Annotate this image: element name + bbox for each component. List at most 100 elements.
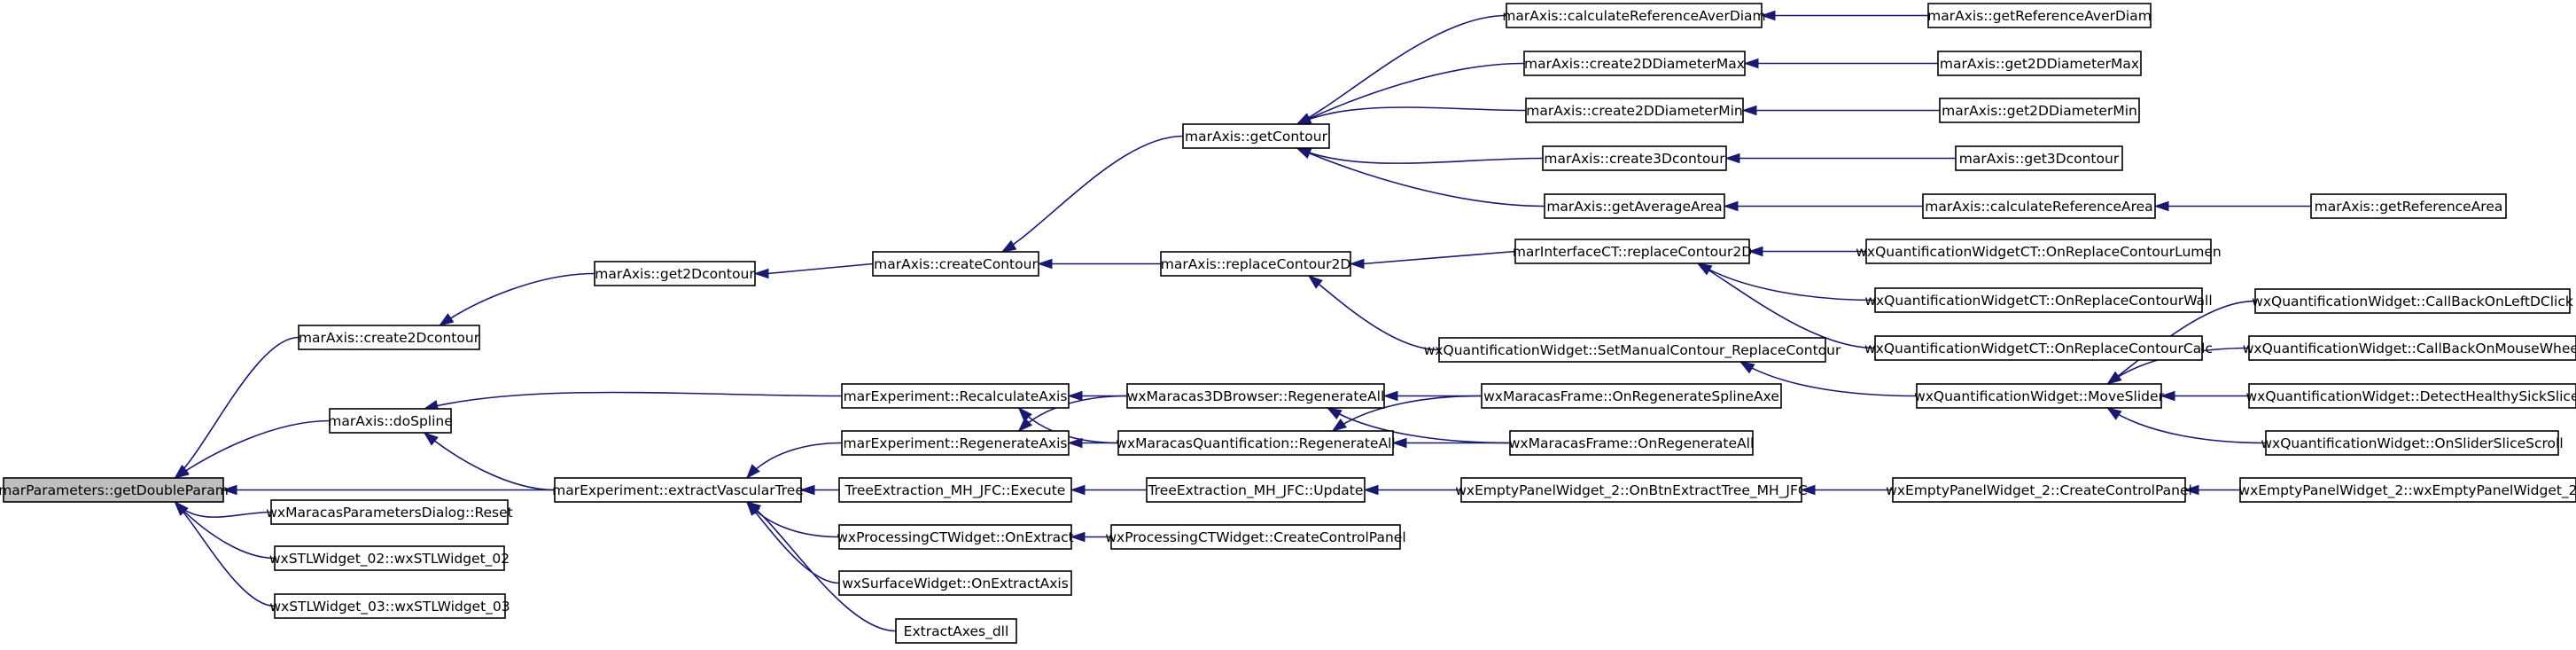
node-label: wxEmptyPanelWidget_2::wxEmptyPanelWidget… [2238, 482, 2576, 499]
edge-arrowhead [1331, 418, 1348, 432]
graph-node-wxmaracasframe-onregeneratesplineaxe[interactable]: wxMaracasFrame::OnRegenerateSplineAxe [1481, 383, 1782, 409]
node-box [1939, 98, 2140, 123]
graph-node-maraxis-calculatereferenceaverdiam[interactable]: marAxis::calculateReferenceAverDiam [1502, 3, 1766, 28]
graph-edge [1070, 531, 1111, 543]
graph-node-wxquantificationwidget-callbackonleftdclick[interactable]: wxQuantificationWidget::CallBackOnLeftDC… [2252, 288, 2573, 314]
graph-node-maraxis-dospline[interactable]: marAxis::doSpline [328, 408, 453, 434]
node-label: marAxis::getReferenceArea [2315, 199, 2503, 215]
graph-node-wxemptypanelwidget-2-wxemptypanelwidget-2[interactable]: wxEmptyPanelWidget_2::wxEmptyPanelWidget… [2238, 477, 2576, 503]
edge-line [1332, 395, 1483, 432]
node-box [838, 524, 1072, 550]
graph-node-marexperiment-regenerateaxis[interactable]: marExperiment::RegenerateAxis [841, 430, 1070, 456]
edge-line [1362, 250, 1516, 265]
node-label: wxQuantificationWidgetCT::OnReplaceConto… [1856, 244, 2222, 260]
graph-node-maraxis-get3dcontour[interactable]: marAxis::get3Dcontour [1955, 145, 2123, 171]
graph-node-marexperiment-extractvasculartree[interactable]: marExperiment::extractVascularTree [552, 477, 804, 503]
node-box [1160, 251, 1351, 277]
graph-node-maraxis-create2ddiametermin[interactable]: marAxis::create2DDiameterMin [1525, 98, 1744, 123]
graph-node-maraxis-get2ddiametermax[interactable]: marAxis::get2DDiameterMax [1937, 51, 2142, 76]
node-box [1438, 337, 1826, 363]
graph-node-wxstlwidget-02-wxstlwidget-02[interactable]: wxSTLWidget_02::wxSTLWidget_02 [269, 545, 510, 571]
graph-node-wxquantificationwidgetct-onreplacecontourcalc[interactable]: wxQuantificationWidgetCT::OnReplaceConto… [1864, 335, 2213, 361]
graph-node-wxmaracasquantification-regenerateall[interactable]: wxMaracasQuantification::RegenerateAll [1116, 430, 1396, 456]
graph-node-wxprocessingctwidget-onextract[interactable]: wxProcessingCTWidget::OnExtract [837, 524, 1074, 550]
graph-node-maraxis-create2ddiametermax[interactable]: marAxis::create2DDiameterMax [1523, 51, 1746, 76]
edge-line [746, 442, 843, 479]
edge-arrowhead [2153, 200, 2169, 212]
node-box [1937, 51, 2142, 76]
node-label: marAxis::replaceContour2D [1161, 256, 1351, 272]
graph-node-wxmaracasparametersdialog-reset[interactable]: wxMaracasParametersDialog::Reset [266, 499, 513, 525]
edge-arrowhead [438, 313, 455, 326]
node-box [872, 251, 1039, 277]
node-label: marAxis::get2Dcontour [595, 266, 755, 282]
graph-node-marexperiment-recalculateaxis[interactable]: marExperiment::RecalculateAxis [841, 383, 1070, 409]
graph-node-wxquantificationwidgetct-onreplacecontourwall[interactable]: wxQuantificationWidgetCT::OnReplaceConto… [1864, 287, 2213, 313]
graph-node-maraxis-calculatereferencearea[interactable]: marAxis::calculateReferenceArea [1922, 193, 2156, 219]
edge-line [424, 391, 843, 410]
graph-node-wxemptypanelwidget-2-createcontrolpanel[interactable]: wxEmptyPanelWidget_2::CreateControlPanel [1886, 477, 2192, 503]
graph-node-treeextraction-mh-jfc-update[interactable]: TreeExtraction_MH_JFC::Update [1146, 477, 1366, 503]
graph-node-wxquantificationwidget-callbackonmousewheel[interactable]: wxQuantificationWidget::CallBackOnMouseW… [2243, 335, 2576, 361]
graph-node-maraxis-createcontour[interactable]: marAxis::createContour [872, 251, 1039, 277]
graph-node-wxmaracas3dbrowser-regenerateall[interactable]: wxMaracas3DBrowser::RegenerateAll [1126, 383, 1385, 409]
graph-node-wxquantificationwidget-moveslider[interactable]: wxQuantificationWidget::MoveSlider [1914, 383, 2165, 409]
graph-node-wxmaracasframe-onregenerateall[interactable]: wxMaracasFrame::OnRegenerateAll [1509, 430, 1755, 456]
graph-node-maraxis-getcontour[interactable]: marAxis::getContour [1182, 123, 1330, 149]
graph-node-maraxis-getaveragearea[interactable]: marAxis::getAverageArea [1544, 193, 1725, 219]
node-box [1182, 123, 1330, 149]
edge-arrowhead [799, 484, 815, 496]
graph-node-maraxis-get2dcontour[interactable]: marAxis::get2Dcontour [594, 261, 756, 286]
node-label: TreeExtraction_MH_JFC::Update [1148, 482, 1364, 499]
edge-arrowhead [2106, 407, 2122, 420]
graph-node-wxquantificationwidget-detecthealthysickslice[interactable]: wxQuantificationWidget::DetectHealthySic… [2246, 383, 2576, 409]
graph-node-wxsurfacewidget-onextractaxis[interactable]: wxSurfaceWidget::OnExtractAxis [838, 570, 1072, 596]
graph-node-wxquantificationwidgetct-onreplacecontourlumen[interactable]: wxQuantificationWidgetCT::OnReplaceConto… [1856, 239, 2222, 264]
graph-node-wxquantificationwidget-onsliderslicescroll[interactable]: wxQuantificationWidget::OnSliderSliceScr… [2261, 430, 2564, 456]
graph-node-treeextraction-mh-jfc-execute[interactable]: TreeExtraction_MH_JFC::Execute [838, 477, 1072, 503]
node-label: wxEmptyPanelWidget_2::CreateControlPanel [1886, 482, 2192, 499]
edge-line [1697, 262, 1876, 349]
graph-node-extractaxes-dll[interactable]: ExtractAxes_dll [895, 618, 1017, 644]
graph-node-maraxis-create3dcontour[interactable]: marAxis::create3Dcontour [1542, 145, 1727, 171]
graph-node-maraxis-create2dcontour[interactable]: marAxis::create2Dcontour [298, 325, 480, 350]
edge-line [2106, 300, 2256, 385]
edge-line [2106, 407, 2267, 444]
edge-arrowhead [1741, 105, 1757, 116]
graph-edge [1747, 246, 1866, 257]
graph-node-wxstlwidget-03-wxstlwidget-03[interactable]: wxSTLWidget_03::wxSTLWidget_03 [269, 593, 510, 619]
graph-node-wxemptypanelwidget-2-onbtnextracttree-mh-jfc[interactable]: wxEmptyPanelWidget_2::OnBtnExtractTree_M… [1455, 477, 1808, 503]
graph-node-wxquantificationwidget-setmanualcontour-replacecontour[interactable]: wxQuantificationWidget::SetManualContour… [1424, 337, 1841, 363]
node-box [1525, 98, 1744, 123]
node-label: marParameters::getDoubleParam [0, 482, 229, 498]
graph-node-wxprocessingctwidget-createcontrolpanel[interactable]: wxProcessingCTWidget::CreateControlPanel [1105, 524, 1406, 550]
node-label: wxMaracasQuantification::RegenerateAll [1116, 435, 1395, 451]
node-box [1506, 3, 1763, 28]
node-label: wxMaracas3DBrowser::RegenerateAll [1127, 388, 1385, 404]
node-label: wxQuantificationWidgetCT::OnReplaceConto… [1864, 341, 2213, 356]
node-label: wxQuantificationWidgetCT::OnReplaceConto… [1864, 293, 2212, 309]
edge-arrowhead [1724, 153, 1740, 164]
graph-node-marinterfacect-replacecontour2d[interactable]: marInterfaceCT::replaceContour2D [1513, 239, 1752, 264]
node-box [1509, 430, 1754, 456]
edge-arrowhead [1800, 484, 1816, 496]
node-label: marAxis::create3Dcontour [1544, 151, 1725, 167]
edge-arrowhead [753, 268, 769, 279]
edge-arrowhead [745, 464, 760, 480]
edge-arrowhead [1760, 10, 1776, 21]
graph-node-maraxis-replacecontour2d[interactable]: marAxis::replaceContour2D [1160, 251, 1351, 277]
graph-node-marparameters-getdoubleparam[interactable]: marParameters::getDoubleParam [0, 477, 229, 503]
graph-edge [1037, 258, 1161, 270]
edge-arrowhead [1037, 258, 1053, 270]
graph-node-maraxis-get2ddiametermin[interactable]: marAxis::get2DDiameterMin [1939, 98, 2140, 123]
graph-edge [1331, 395, 1483, 432]
graph-edge [753, 262, 874, 279]
edge-arrowhead [1017, 406, 1032, 422]
node-label: marExperiment::RegenerateAxis [844, 435, 1068, 451]
graph-node-maraxis-getreferencearea[interactable]: marAxis::getReferenceArea [2310, 193, 2507, 219]
graph-node-maraxis-getreferenceaverdiam[interactable]: marAxis::getReferenceAverDiam [1927, 3, 2152, 28]
node-label: marAxis::create2DDiameterMax [1524, 56, 1745, 72]
edge-line [1308, 275, 1440, 351]
nodes-layer: marParameters::getDoubleParam marAxis::cr… [0, 3, 2576, 644]
node-box [1916, 383, 2162, 409]
